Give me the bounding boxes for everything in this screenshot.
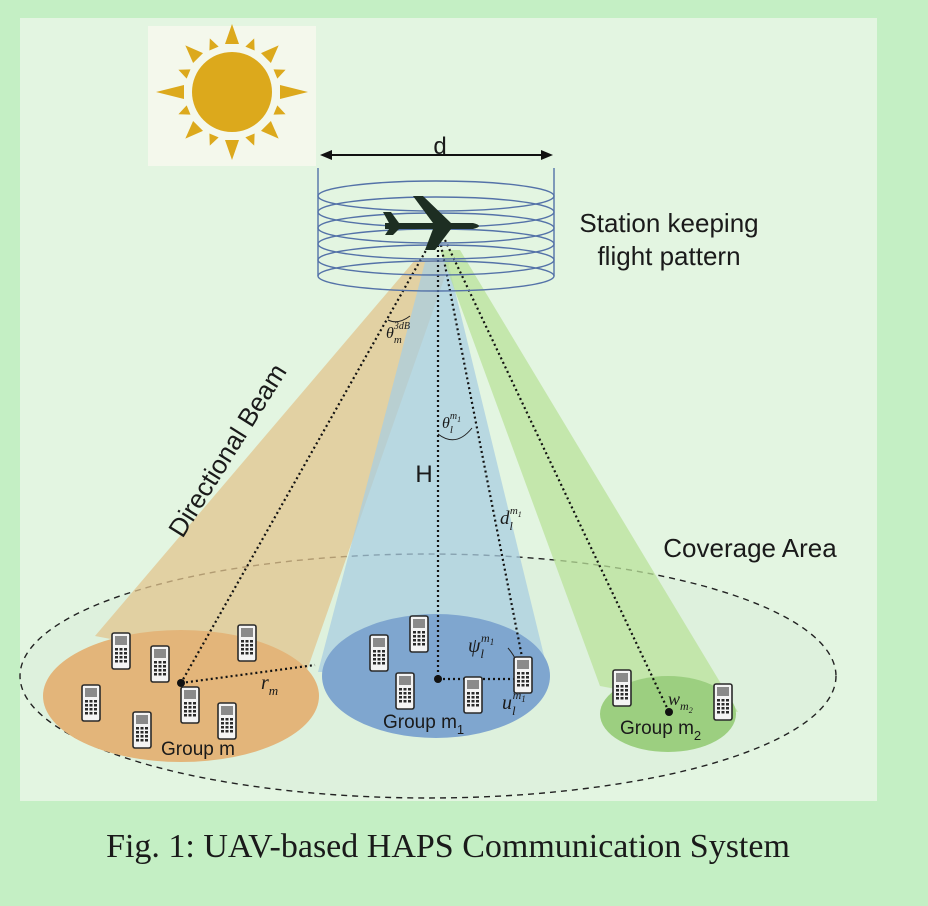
flight-pattern-label-1: Station keeping <box>579 208 758 238</box>
height-label: H <box>415 461 432 488</box>
radius-r-label: rm <box>261 672 278 698</box>
flight-pattern-label-2: flight pattern <box>597 241 740 271</box>
phone-icon <box>369 634 389 672</box>
airplane-icon <box>383 196 479 250</box>
psi-label: ψlm1 <box>468 631 494 661</box>
phone-icon <box>513 656 533 694</box>
phone-icon <box>612 669 632 707</box>
diameter-arrow <box>320 150 553 160</box>
phone-icon <box>463 676 483 714</box>
user-u-label: ulm1 <box>502 688 526 718</box>
phone-icon <box>81 684 101 722</box>
phone-icon <box>180 686 200 724</box>
phone-icon <box>237 624 257 662</box>
coverage-area-label: Coverage Area <box>663 533 837 563</box>
beam-orange <box>95 260 450 676</box>
phone-icon <box>111 632 131 670</box>
diameter-label: d <box>433 133 446 160</box>
phone-icon <box>409 615 429 653</box>
phone-icon <box>150 645 170 683</box>
beam-blue <box>318 262 548 672</box>
group-m1-label: Group m1 <box>383 712 464 737</box>
figure-caption: Fig. 1: UAV-based HAPS Communication Sys… <box>106 828 790 865</box>
sun-icon <box>148 24 316 166</box>
theta-3db-label: θm3dB <box>386 321 410 346</box>
phone-icon <box>132 711 152 749</box>
theta-l-label: θlm1 <box>442 411 461 436</box>
group-m2-label: Group m2 <box>620 718 701 743</box>
phone-icon <box>395 672 415 710</box>
group-m-label: Group m <box>161 739 235 760</box>
phone-icon <box>713 683 733 721</box>
beam-green <box>440 250 738 712</box>
distance-dl-label: dlm1 <box>500 505 522 533</box>
width-w-label: wm2 <box>668 689 693 715</box>
phone-icon <box>217 702 237 740</box>
